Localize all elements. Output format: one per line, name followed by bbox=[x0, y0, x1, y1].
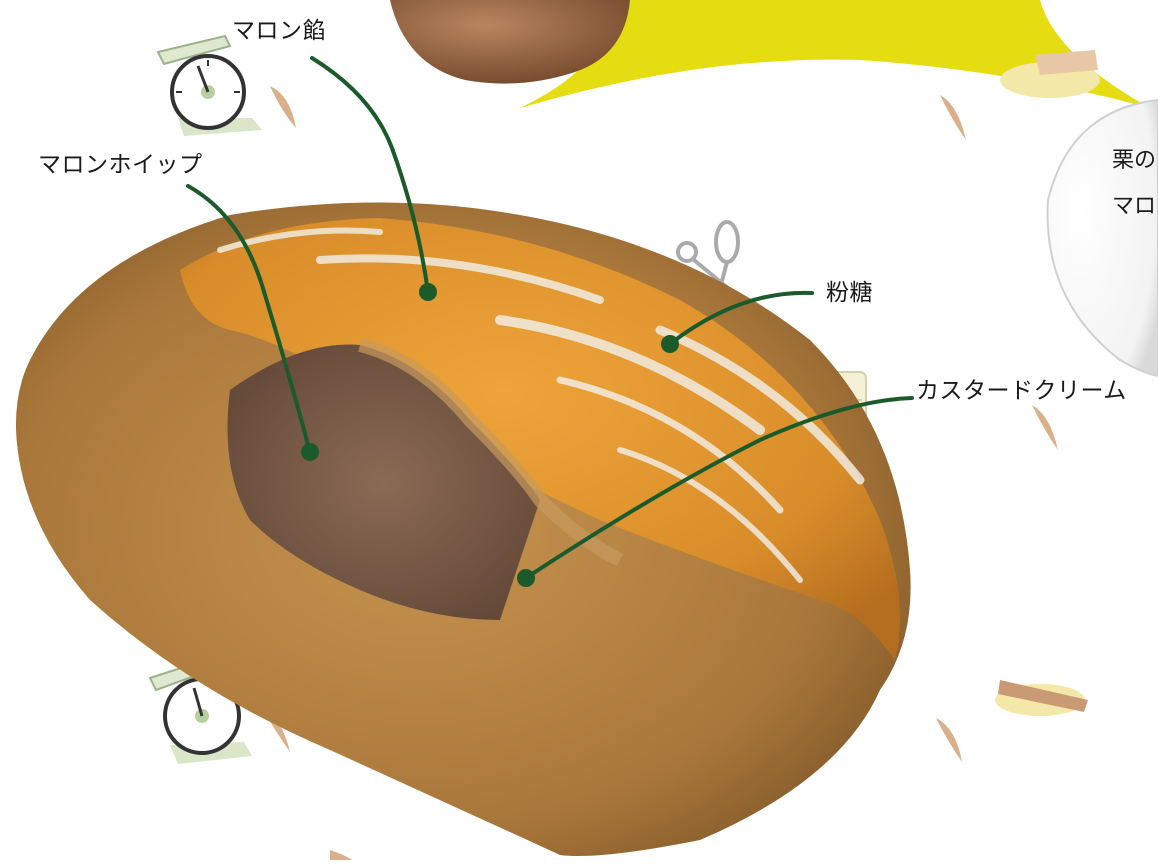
label-marron-an: マロン餡 bbox=[232, 20, 326, 43]
side-card-text-line2: マロ bbox=[1112, 196, 1156, 218]
label-powdered-sugar: 粉糖 bbox=[826, 282, 873, 305]
bread-image bbox=[16, 203, 911, 857]
plate-card bbox=[1048, 100, 1158, 376]
scale-icon bbox=[158, 36, 262, 136]
rolling-pin-icon bbox=[995, 680, 1088, 716]
label-custard-cream: カスタードクリーム bbox=[916, 380, 1127, 403]
label-marron-whip: マロンホイップ bbox=[38, 154, 203, 177]
side-card-text-line1: 栗の bbox=[1112, 150, 1156, 172]
